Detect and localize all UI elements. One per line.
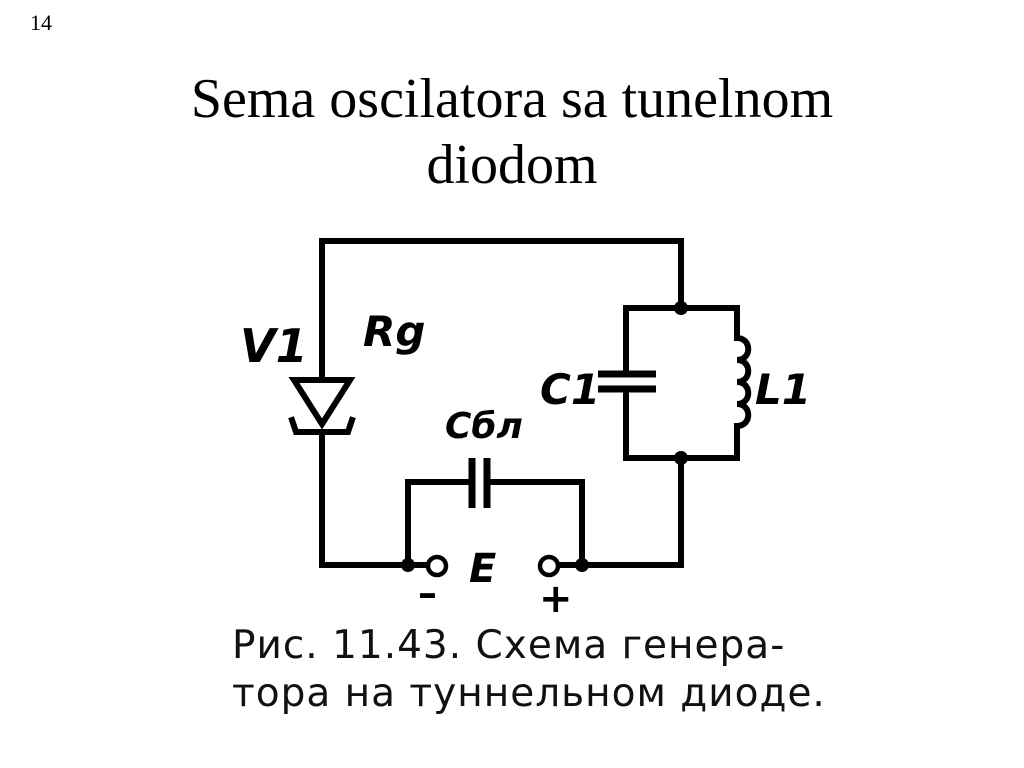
terminal-plus	[537, 554, 561, 578]
terminal-minus	[425, 554, 449, 578]
page-number: 14	[30, 10, 52, 35]
slide-title-line-2: diodom	[426, 134, 598, 196]
label-blocking-capacitor: Cбл	[445, 406, 523, 447]
junction-dot-left	[401, 558, 415, 572]
slide-title-line-1: Sema oscilatora sa tunelnom	[190, 68, 834, 130]
label-minus: –	[418, 571, 437, 615]
slide-title: Sema oscilatora sa tunelnom diodom	[0, 66, 1024, 198]
bottom-right-wire	[557, 455, 684, 568]
inductor-coil	[733, 334, 752, 430]
tank-top-wire	[623, 305, 740, 341]
label-diode: V1	[240, 319, 308, 373]
tank-bottom-wire	[623, 423, 740, 461]
junction-dot-top	[674, 301, 688, 315]
junction-dot-bottom	[674, 451, 688, 465]
label-inductor: L1	[755, 365, 811, 414]
figure-caption-line-2: тора на туннельном диоде.	[232, 671, 826, 716]
blocking-cap-wire-left	[405, 479, 473, 568]
blocking-cap-wire-right	[486, 479, 585, 568]
left-wire-lower	[319, 429, 411, 568]
junction-dot-right	[575, 558, 589, 572]
figure-caption: Рис. 11.43. Схема генера- тора на туннел…	[232, 622, 832, 718]
diode-bar	[288, 416, 356, 435]
label-plus: +	[539, 576, 573, 622]
label-capacitor: C1	[540, 365, 600, 414]
label-resistor: Rg	[363, 307, 425, 356]
label-source: E	[469, 546, 496, 592]
diode-triangle	[288, 377, 356, 430]
figure-caption-line-1: Рис. 11.43. Схема генера-	[232, 623, 786, 668]
top-wire	[319, 238, 684, 311]
